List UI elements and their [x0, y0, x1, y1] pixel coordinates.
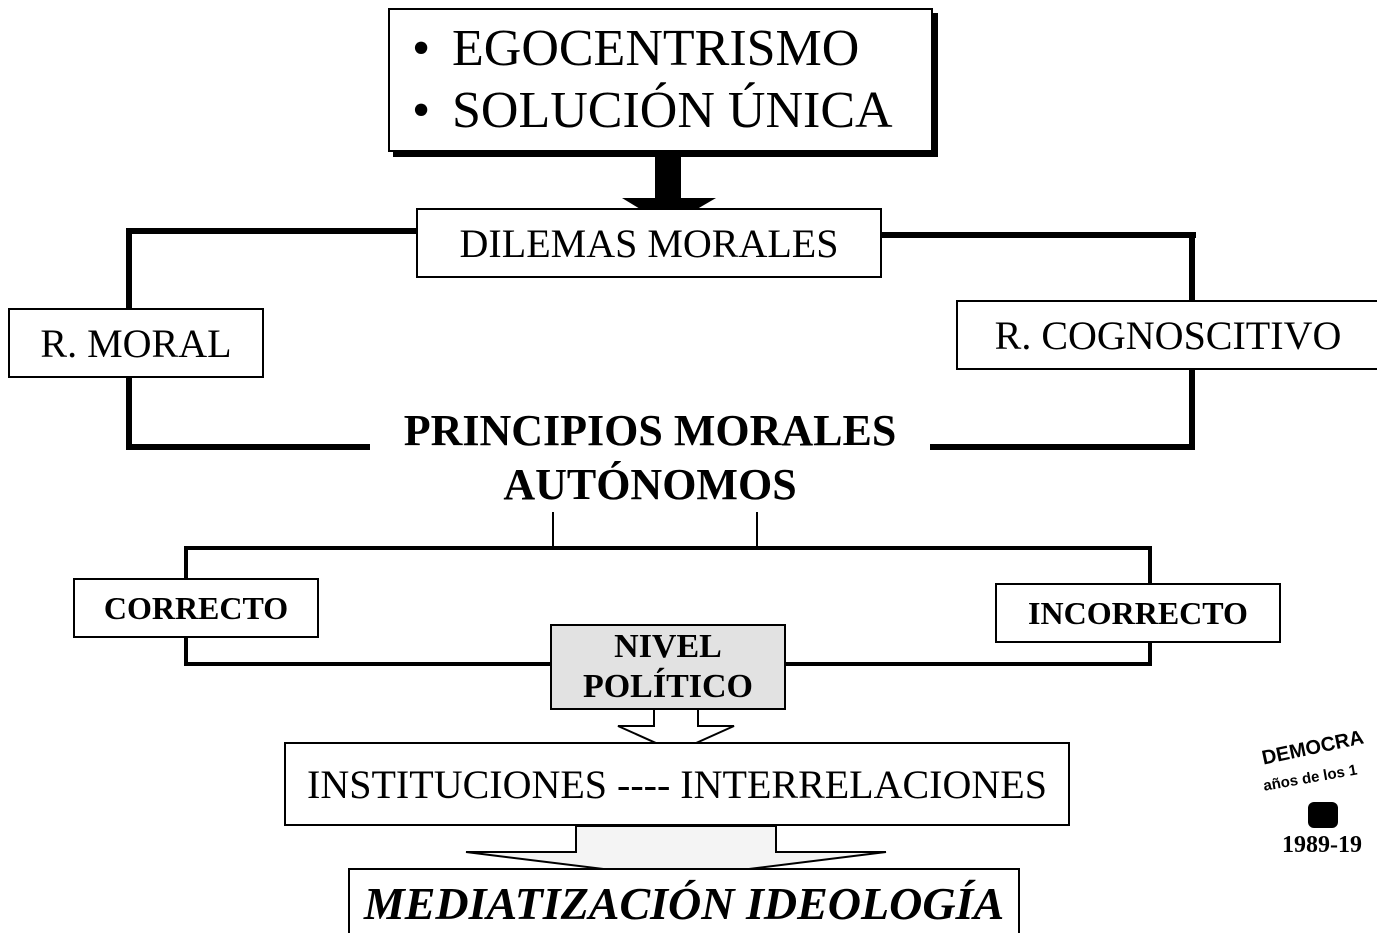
- solucion-unica-item: • SOLUCIÓN ÚNICA: [412, 80, 893, 142]
- incorrecto-box: INCORRECTO: [995, 583, 1281, 643]
- bullet-icon: •: [412, 20, 431, 77]
- connector-bottom-right-horizontal: [930, 444, 1195, 450]
- instituciones-box: INSTITUCIONES ---- INTERRELACIONES: [284, 742, 1070, 826]
- seal-emblem-icon: [1308, 802, 1338, 828]
- principios-line-1: PRINCIPIOS MORALES: [403, 406, 897, 455]
- nivel-line-2: POLÍTICO: [582, 668, 754, 705]
- connector-decision-bottom-right: [782, 662, 1152, 666]
- principios-line-2: AUTÓNOMOS: [503, 460, 797, 509]
- connector-top-left-horizontal: [126, 228, 418, 234]
- nivel-politico-box: NIVEL POLÍTICO: [550, 624, 786, 710]
- hollow-arrow-to-mediatizacion: [465, 825, 887, 880]
- principios-morales-title: PRINCIPIOS MORALES AUTÓNOMOS: [370, 404, 930, 512]
- r-moral-box: R. MORAL: [8, 308, 264, 378]
- correcto-box: CORRECTO: [73, 578, 319, 638]
- connector-principios-right-drop: [756, 495, 758, 548]
- egocentrismo-label: EGOCENTRISMO: [452, 20, 860, 77]
- nivel-line-1: NIVEL: [614, 628, 722, 665]
- egocentrismo-box: • EGOCENTRISMO • SOLUCIÓN ÚNICA: [388, 8, 933, 152]
- connector-top-right-horizontal: [880, 232, 1196, 238]
- bullet-icon: •: [412, 82, 431, 139]
- egocentrismo-item: • EGOCENTRISMO: [412, 18, 859, 80]
- solucion-unica-label: SOLUCIÓN ÚNICA: [452, 82, 893, 139]
- hollow-arrow-to-instituciones: [617, 707, 735, 754]
- connector-principios-left-drop: [552, 495, 554, 548]
- r-cognoscitivo-box: R. COGNOSCITIVO: [956, 300, 1377, 370]
- connector-decision-top: [184, 546, 1152, 550]
- connector-bottom-left-horizontal: [126, 444, 372, 450]
- connector-decision-bottom-left: [184, 662, 556, 666]
- mediatizacion-box: MEDIATIZACIÓN IDEOLOGÍA: [348, 868, 1020, 933]
- dilemas-morales-box: DILEMAS MORALES: [416, 208, 882, 278]
- democracia-seal: DEMOCRA años de los 1 1989-19: [1240, 727, 1377, 866]
- seal-year-text: 1989-19: [1282, 832, 1362, 858]
